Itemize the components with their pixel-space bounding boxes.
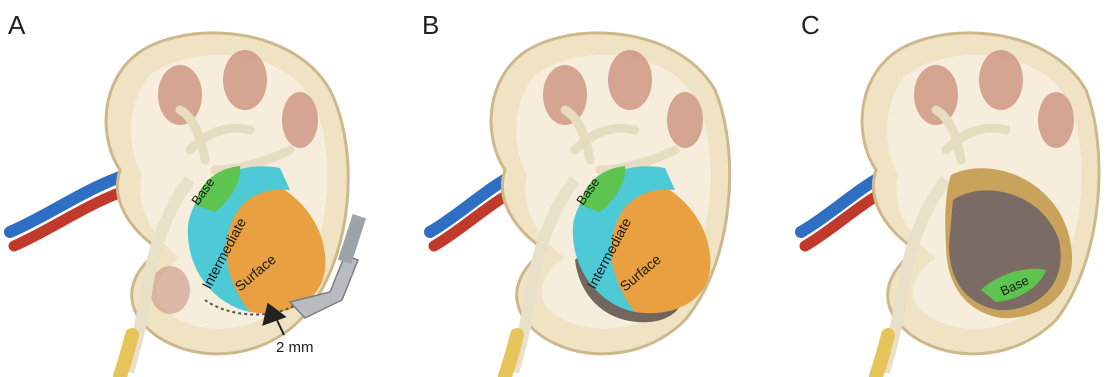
margin-label: 2 mm [276, 339, 314, 356]
panel-c-illustration: Base [741, 0, 1111, 377]
panel-a: A Base Intermediat [0, 0, 370, 377]
panel-b-illustration: Base Intermediate Surface [370, 0, 740, 377]
panel-a-illustration: Base Intermediate Surface 2 mm [0, 0, 370, 377]
panel-c: C Base [741, 0, 1111, 377]
panel-b: B Base Intermediate Surface [370, 0, 740, 377]
